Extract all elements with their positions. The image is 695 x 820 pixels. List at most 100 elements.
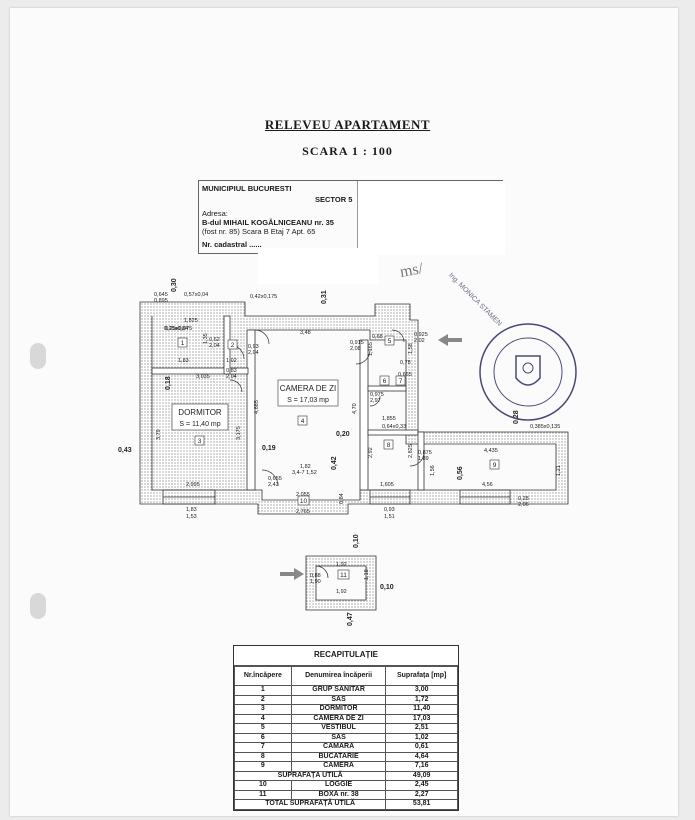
svg-text:0,875: 0,875 <box>418 450 432 456</box>
svg-text:0,925: 0,925 <box>414 332 428 338</box>
svg-text:2,97: 2,97 <box>370 398 381 404</box>
room-numbers: 1 2 3 4 5 6 7 8 9 10 11 <box>181 338 497 579</box>
svg-text:1,92: 1,92 <box>336 562 347 568</box>
svg-text:1,83: 1,83 <box>178 358 189 364</box>
table-cell: BUCATARIE <box>290 751 387 762</box>
svg-text:0,10: 0,10 <box>380 584 394 591</box>
svg-text:3,175: 3,175 <box>236 426 242 440</box>
table-cell: 2,27 <box>385 789 458 800</box>
redacted-area <box>258 248 378 284</box>
svg-text:1,51: 1,51 <box>384 514 395 520</box>
svg-text:0,42x0,175: 0,42x0,175 <box>250 294 277 300</box>
table-cell: 1 <box>234 685 292 696</box>
svg-text:2,04: 2,04 <box>209 343 220 349</box>
table-cell: 11,40 <box>385 704 458 715</box>
table-cell: 9 <box>234 761 292 772</box>
svg-text:0,42: 0,42 <box>331 456 338 470</box>
punch-hole <box>30 343 46 369</box>
room-number: 8 <box>387 442 391 449</box>
svg-text:1,605: 1,605 <box>380 482 394 488</box>
storage-box <box>305 555 377 611</box>
svg-text:1,90: 1,90 <box>310 579 321 585</box>
room-label-dormitor: DORMITOR <box>178 408 222 417</box>
svg-text:1,21: 1,21 <box>556 465 562 476</box>
svg-text:0,385x0,135: 0,385x0,135 <box>530 424 560 430</box>
room-number: 1 <box>181 340 185 347</box>
table-cell: 4,64 <box>385 751 458 762</box>
svg-text:0,30: 0,30 <box>171 278 178 292</box>
room-number: 3 <box>198 438 202 445</box>
table-cell: 6 <box>234 732 292 743</box>
svg-text:0,28: 0,28 <box>518 496 529 502</box>
svg-text:2,02: 2,02 <box>414 338 425 344</box>
svg-text:0,62: 0,62 <box>209 337 220 343</box>
svg-text:4,56: 4,56 <box>482 482 493 488</box>
svg-text:0,915: 0,915 <box>350 340 364 346</box>
table-cell: CAMERA <box>290 761 387 772</box>
room-number: 6 <box>383 378 387 385</box>
svg-text:1,83: 1,83 <box>186 507 197 513</box>
svg-text:0,31: 0,31 <box>321 290 328 304</box>
scale-label: SCARA 1 : 100 <box>302 144 393 158</box>
svg-text:1,82: 1,82 <box>300 464 311 470</box>
room-number: 4 <box>301 418 305 425</box>
svg-text:0,665: 0,665 <box>398 372 412 378</box>
svg-text:2,765: 2,765 <box>296 509 310 515</box>
svg-text:3,48: 3,48 <box>300 330 311 336</box>
room-number: 9 <box>493 462 497 469</box>
room-number-boxes <box>177 335 500 580</box>
table-cell: 17,03 <box>385 713 458 724</box>
svg-text:0,93: 0,93 <box>248 344 259 350</box>
official-stamp-icon <box>479 323 577 421</box>
svg-text:2,06: 2,06 <box>518 502 529 508</box>
svg-text:1,89: 1,89 <box>418 456 429 462</box>
table-cell: 1,02 <box>385 732 458 743</box>
table-cell: 0,61 <box>385 742 458 753</box>
former-address: (fost nr. 85) Scara B Etaj 7 Apt. 65 <box>202 227 316 236</box>
room-number: 10 <box>300 498 308 505</box>
table-cell: 2,51 <box>385 723 458 734</box>
table-cell: DORMITOR <box>290 704 387 715</box>
address-label: Adresa: <box>202 209 228 218</box>
svg-text:2,995: 2,995 <box>186 482 200 488</box>
svg-text:1,56: 1,56 <box>430 465 436 476</box>
svg-text:2,43: 2,43 <box>268 482 279 488</box>
svg-text:4,70: 4,70 <box>352 403 358 414</box>
svg-text:1,35: 1,35 <box>203 333 209 344</box>
summary-value: 53,81 <box>385 799 458 810</box>
svg-text:0,10: 0,10 <box>353 534 360 548</box>
document-title: RELEVEU APARTAMENT <box>264 117 431 132</box>
table-cell: SAS <box>290 732 387 743</box>
room-label-camera-de-zi: CAMERA DE ZI <box>280 384 336 393</box>
svg-text:0,895: 0,895 <box>154 298 168 304</box>
windows <box>162 489 511 505</box>
svg-text:1,58: 1,58 <box>408 343 414 354</box>
table-cell: BOXA nr. 38 <box>290 789 387 800</box>
dimension-labels: 0,645 0,895 0,30 0,57x0,04 0,42x0,175 0,… <box>118 278 562 626</box>
svg-text:1,18: 1,18 <box>364 569 370 580</box>
address-box: MUNICIPIUL BUCURESTI SECTOR 5 Adresa: B-… <box>198 180 505 255</box>
table-cell: VESTIBUL <box>290 723 387 734</box>
svg-text:1,53: 1,53 <box>186 514 197 520</box>
table-cell: 1,72 <box>385 694 458 705</box>
svg-text:0,975: 0,975 <box>370 392 384 398</box>
svg-text:0,19: 0,19 <box>262 445 276 452</box>
svg-text:0,56: 0,56 <box>457 466 464 480</box>
svg-text:0,88: 0,88 <box>310 573 321 579</box>
svg-text:0,68: 0,68 <box>372 334 383 340</box>
punch-hole <box>30 593 46 619</box>
svg-text:2,04: 2,04 <box>226 374 237 380</box>
room-number: 11 <box>340 572 347 579</box>
svg-text:1,855: 1,855 <box>382 416 396 422</box>
column-header: Denumirea încăperii <box>290 666 387 686</box>
svg-text:0,18: 0,18 <box>165 376 172 390</box>
table-cell: CAMARA <box>290 742 387 753</box>
